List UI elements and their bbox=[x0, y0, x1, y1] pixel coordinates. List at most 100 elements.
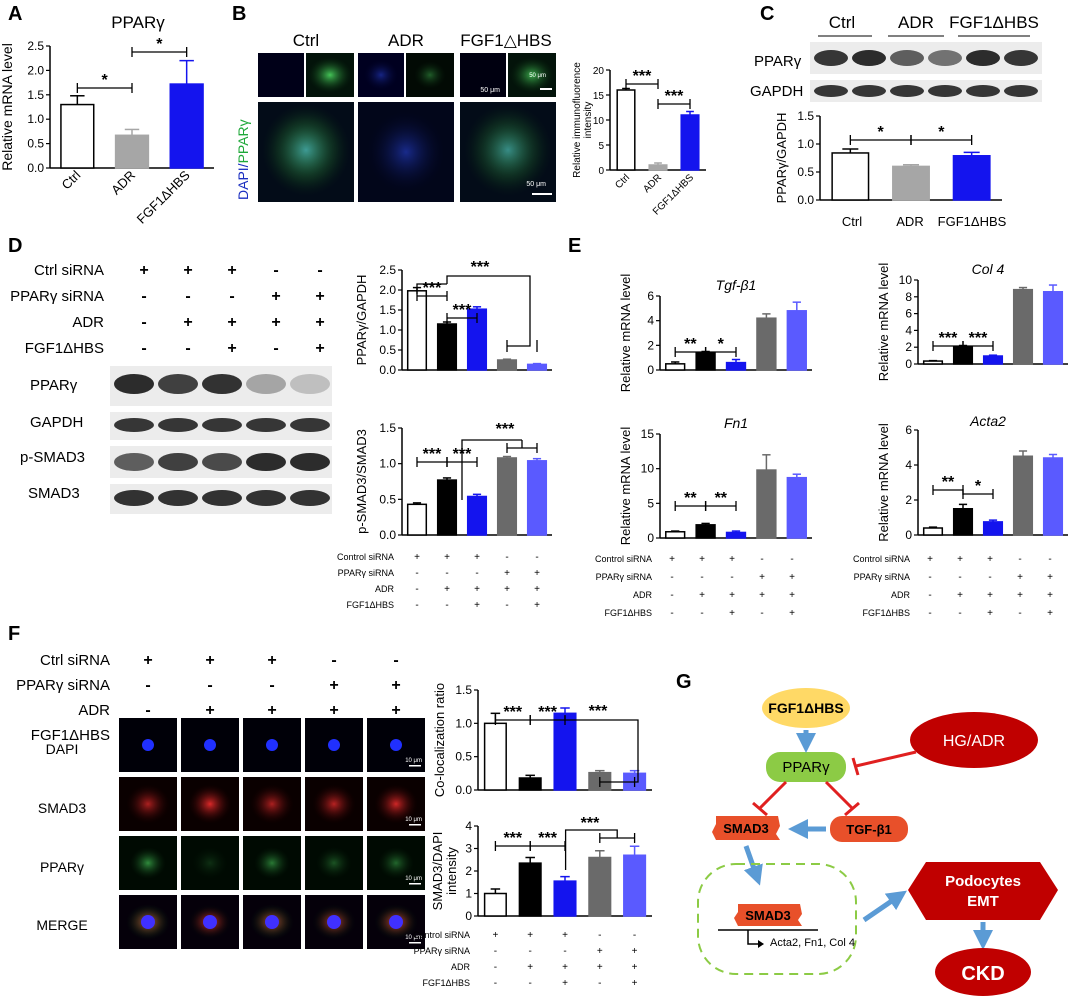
panel-d-bottom-chart: 0.00.51.01.5p-SMAD3/SMAD3********* bbox=[354, 421, 552, 542]
bar bbox=[1012, 288, 1034, 365]
condition-label: Ctrl siRNA bbox=[34, 262, 104, 279]
svg-text:50 μm: 50 μm bbox=[526, 181, 546, 188]
target-genes: Acta2, Fn1, Col 4 bbox=[770, 937, 855, 949]
condition-label: FGF1ΔHBS bbox=[31, 727, 110, 744]
panel-g-schematic: FGF1ΔHBS HG/ADR PPARγ SMAD3 TGF-β1 SMAD3… bbox=[697, 688, 1058, 996]
significance-label: ** bbox=[715, 490, 728, 507]
panel-d-blots: PPARγ GAPDH p-SMAD3 SMAD3 bbox=[20, 366, 332, 514]
y-tick-label: 3 bbox=[465, 842, 472, 856]
blot-band bbox=[852, 50, 886, 66]
significance-label: *** bbox=[538, 830, 557, 847]
panel-c-header-adr: ADR bbox=[898, 13, 934, 32]
y-tick-label: 2 bbox=[465, 864, 472, 878]
bar bbox=[786, 310, 807, 371]
blot-band bbox=[1004, 85, 1038, 97]
bar bbox=[648, 164, 668, 171]
y-tick-label: 2.0 bbox=[27, 63, 44, 77]
small-condition-label: FGF1ΔHBS bbox=[422, 978, 470, 988]
condition-label: PPARγ siRNA bbox=[10, 288, 104, 305]
small-condition-label: Control siRNA bbox=[853, 554, 910, 564]
condition-sign: + bbox=[227, 262, 236, 279]
y-tick-label: 0.5 bbox=[455, 750, 472, 764]
condition-sign: - bbox=[393, 652, 398, 669]
blot-band bbox=[928, 85, 962, 97]
bar bbox=[588, 856, 612, 917]
condition-sign: + bbox=[315, 288, 324, 305]
bar bbox=[952, 508, 974, 536]
small-condition-sign: + bbox=[1047, 590, 1053, 601]
small-condition-sign: - bbox=[494, 946, 497, 957]
significance-label: *** bbox=[503, 704, 522, 721]
svg-text:***: *** bbox=[589, 703, 608, 720]
significance-label: * bbox=[156, 36, 163, 53]
small-condition-sign: - bbox=[415, 584, 418, 595]
node-ppar-label: PPARγ bbox=[782, 759, 830, 776]
condition-label: ADR bbox=[72, 314, 104, 331]
node-hgadr-label: HG/ADR bbox=[943, 733, 1005, 750]
y-tick-label: 10 bbox=[899, 273, 913, 287]
bar bbox=[406, 503, 428, 536]
y-tick-label: 2.5 bbox=[27, 39, 44, 53]
bar bbox=[982, 355, 1004, 365]
condition-sign: + bbox=[139, 262, 148, 279]
node-emt bbox=[908, 862, 1058, 920]
small-condition-sign: + bbox=[1047, 572, 1053, 583]
small-condition-sign: - bbox=[760, 608, 763, 619]
y-tick-label: 1 bbox=[465, 887, 472, 901]
small-condition-sign: - bbox=[928, 572, 931, 583]
y-tick-label: 6 bbox=[905, 423, 912, 437]
condition-sign: - bbox=[145, 702, 150, 719]
small-condition-sign: - bbox=[1018, 554, 1021, 565]
blot-band bbox=[814, 50, 848, 66]
y-tick-label: 0 bbox=[465, 909, 472, 923]
scale-bar-label: 10 μm bbox=[405, 758, 422, 764]
small-condition-sign: - bbox=[958, 572, 961, 583]
small-condition-sign: + bbox=[597, 946, 603, 957]
bar bbox=[695, 524, 716, 539]
small-condition-label: ADR bbox=[891, 590, 911, 600]
significance-label: * bbox=[938, 124, 945, 141]
node-smad3-nucleus bbox=[734, 904, 802, 926]
bar bbox=[553, 880, 577, 917]
y-tick-label: 0 bbox=[905, 528, 912, 542]
y-axis-label: PPARγ/GAPDH bbox=[774, 113, 789, 204]
small-condition-sign: + bbox=[597, 962, 603, 973]
condition-sign: + bbox=[315, 314, 324, 331]
blot-band bbox=[114, 490, 154, 506]
node-tgf bbox=[830, 816, 908, 842]
bar bbox=[466, 495, 488, 536]
small-condition-sign: - bbox=[598, 930, 601, 941]
blot-band bbox=[852, 85, 886, 97]
y-tick-label: 0.0 bbox=[379, 363, 396, 377]
small-condition-sign: + bbox=[444, 584, 450, 595]
bar bbox=[526, 460, 548, 536]
small-condition-label: ADR bbox=[375, 584, 395, 594]
x-tick-label: FGF1ΔHBS bbox=[134, 167, 193, 226]
svg-text:***: *** bbox=[581, 815, 600, 832]
bar bbox=[496, 359, 518, 371]
condition-sign: + bbox=[315, 340, 324, 357]
small-condition-sign: + bbox=[474, 584, 480, 595]
small-condition-sign: - bbox=[494, 962, 497, 973]
bar bbox=[466, 308, 488, 371]
node-ckd-label: CKD bbox=[961, 963, 1004, 985]
bar bbox=[518, 777, 542, 791]
blot-band bbox=[158, 418, 198, 432]
significance-label: * bbox=[102, 72, 109, 89]
small-condition-sign: + bbox=[729, 590, 735, 601]
small-condition-sign: + bbox=[759, 572, 765, 583]
y-tick-label: 4 bbox=[647, 314, 654, 328]
bar bbox=[169, 83, 204, 169]
nucleus-outline bbox=[697, 863, 857, 975]
small-condition-sign: - bbox=[535, 552, 538, 563]
y-tick-label: 6 bbox=[905, 307, 912, 321]
bar bbox=[436, 479, 458, 536]
bar bbox=[786, 476, 807, 539]
small-condition-sign: + bbox=[789, 608, 795, 619]
node-ppar bbox=[766, 752, 846, 782]
target-genes-line: Acta2, Fn1, Col 4 bbox=[770, 937, 855, 949]
